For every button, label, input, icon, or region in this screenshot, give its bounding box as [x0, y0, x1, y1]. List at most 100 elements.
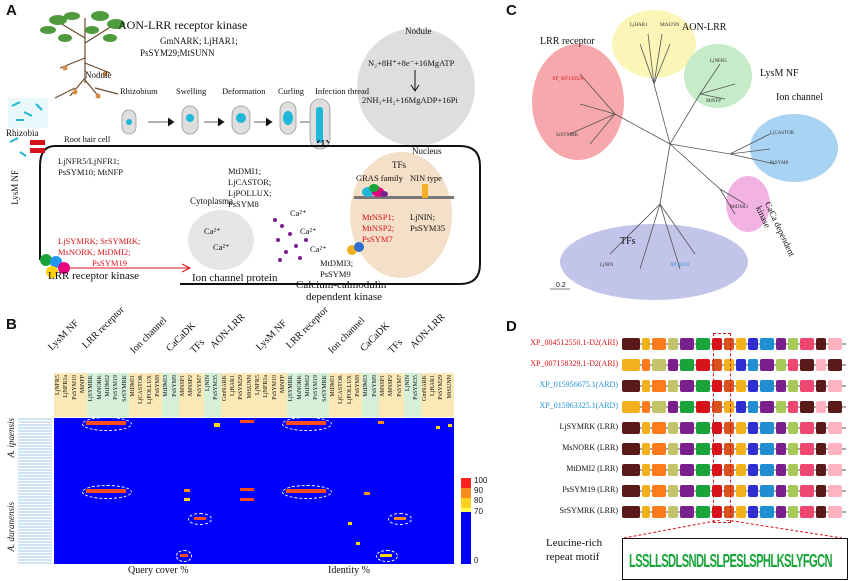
heatmap-identity — [254, 417, 454, 564]
ca-ion-5: Ca²⁺ — [310, 244, 327, 254]
column-header-bg — [179, 373, 188, 417]
lrr-genes-1: LjSYMRK; SrSYMRK; — [58, 236, 141, 246]
column-header-bg — [320, 373, 329, 417]
hm-cell — [240, 488, 254, 491]
motif-block — [760, 506, 774, 518]
motif-block — [696, 422, 710, 434]
column-header: MtDMI3 — [163, 375, 170, 397]
motif-block — [760, 338, 774, 350]
column-header: LjSYMRK — [88, 375, 95, 402]
column-header: PsSYM35 — [413, 375, 420, 400]
motif-block — [736, 422, 746, 434]
highlight-ellipse — [82, 485, 132, 499]
motif-block — [652, 359, 666, 371]
group-tfs-left: TFs — [188, 337, 208, 356]
motif-block — [680, 380, 694, 392]
clade-lysm-nf: LysM NF — [760, 68, 799, 79]
sequence-label: SrSYMRK (LRR) — [559, 506, 618, 515]
motif-block — [800, 506, 814, 518]
motif-block — [748, 401, 758, 413]
column-header-bg — [429, 373, 438, 417]
sequence-row — [622, 380, 846, 392]
column-header-bg — [245, 373, 254, 417]
motif-block — [712, 506, 722, 518]
column-header: PsSYM8 — [155, 375, 161, 397]
motif-block — [724, 401, 734, 413]
column-header-bg — [145, 373, 154, 417]
motif-block — [622, 506, 640, 518]
svg-text:SrSYMRK: SrSYMRK — [556, 133, 579, 138]
svg-text:XP_0159: XP_0159 — [670, 263, 689, 268]
column-header-bg — [112, 373, 121, 417]
sequence-row — [622, 401, 846, 413]
motif-label-1: Leucine-rich — [546, 537, 603, 549]
motif-block — [652, 506, 666, 518]
sequence-backbone — [622, 343, 846, 345]
column-header-bg — [404, 373, 413, 417]
column-header: LjHAR1 — [230, 375, 236, 396]
clade-tfs: TFs — [620, 236, 636, 247]
motif-block — [800, 422, 814, 434]
motif-block — [776, 422, 786, 434]
column-header-bg — [304, 373, 313, 417]
motif-block — [642, 380, 650, 392]
column-header: LjNFR5 — [55, 375, 61, 396]
motif-block — [712, 422, 722, 434]
scale-tick-90: 90 — [474, 486, 483, 495]
svg-text:MtDMI3: MtDMI3 — [730, 205, 749, 210]
motif-block — [748, 338, 758, 350]
column-header: MtDMI1 — [130, 375, 136, 397]
ccamk-genes-1: MtDMI3; — [320, 258, 354, 268]
column-header: MtNSP2 — [188, 375, 195, 397]
motif-block — [828, 359, 842, 371]
sequence-label: PsSYM19 (LRR) — [562, 485, 618, 494]
motif-block — [668, 401, 678, 413]
motif-block — [776, 401, 786, 413]
motif-block — [724, 338, 734, 350]
column-header: PsSYM9 — [371, 375, 378, 397]
sequence-row — [622, 338, 846, 350]
nin-genes-2: PsSYM35 — [410, 223, 445, 233]
column-header-bg — [387, 373, 396, 417]
motif-block — [680, 464, 694, 476]
sequence-label: XP_015956675.1(ARD) — [539, 380, 618, 389]
motif-block — [760, 359, 774, 371]
motif-block — [652, 338, 666, 350]
motif-block — [622, 464, 640, 476]
motif-block — [816, 338, 826, 350]
panel-a-label: A — [6, 2, 17, 19]
column-header-bg — [220, 373, 229, 417]
xlabel-identity: Identity % — [328, 565, 370, 576]
column-header-bg — [362, 373, 371, 417]
motif-block — [828, 464, 842, 476]
motif-block — [760, 380, 774, 392]
column-header: PsSYM10 — [271, 375, 278, 400]
column-header-bg — [445, 373, 454, 417]
column-header: PsSYM10 — [71, 375, 78, 400]
column-header-bg — [229, 373, 238, 417]
column-header: MtNSP1 — [380, 375, 386, 397]
column-header: LjCASTOR — [338, 375, 345, 404]
sequence-backbone — [622, 427, 846, 429]
column-header-bg — [254, 373, 263, 417]
motif-block — [800, 485, 814, 497]
motif-block — [668, 380, 678, 392]
motif-block — [724, 464, 734, 476]
column-header: MtDMI1 — [330, 375, 336, 397]
motif-block — [668, 359, 678, 371]
column-header: PsSYM7 — [396, 375, 403, 397]
motif-block — [788, 506, 798, 518]
motif-block — [816, 506, 826, 518]
motif-block — [712, 443, 722, 455]
column-header-bg — [420, 373, 429, 417]
ion-genes-2: LjCASTOR; — [228, 177, 272, 187]
scale-tick-0: 0 — [474, 556, 479, 565]
group-aon-right: AON-LRR — [408, 311, 448, 351]
root-hair-label: Root hair cell — [64, 134, 111, 144]
sequence-backbone — [622, 469, 846, 471]
hm-cell — [356, 542, 360, 545]
motif-block — [724, 422, 734, 434]
ion-genes-3: LjPOLLUX; — [228, 188, 272, 198]
motif-block — [800, 380, 814, 392]
